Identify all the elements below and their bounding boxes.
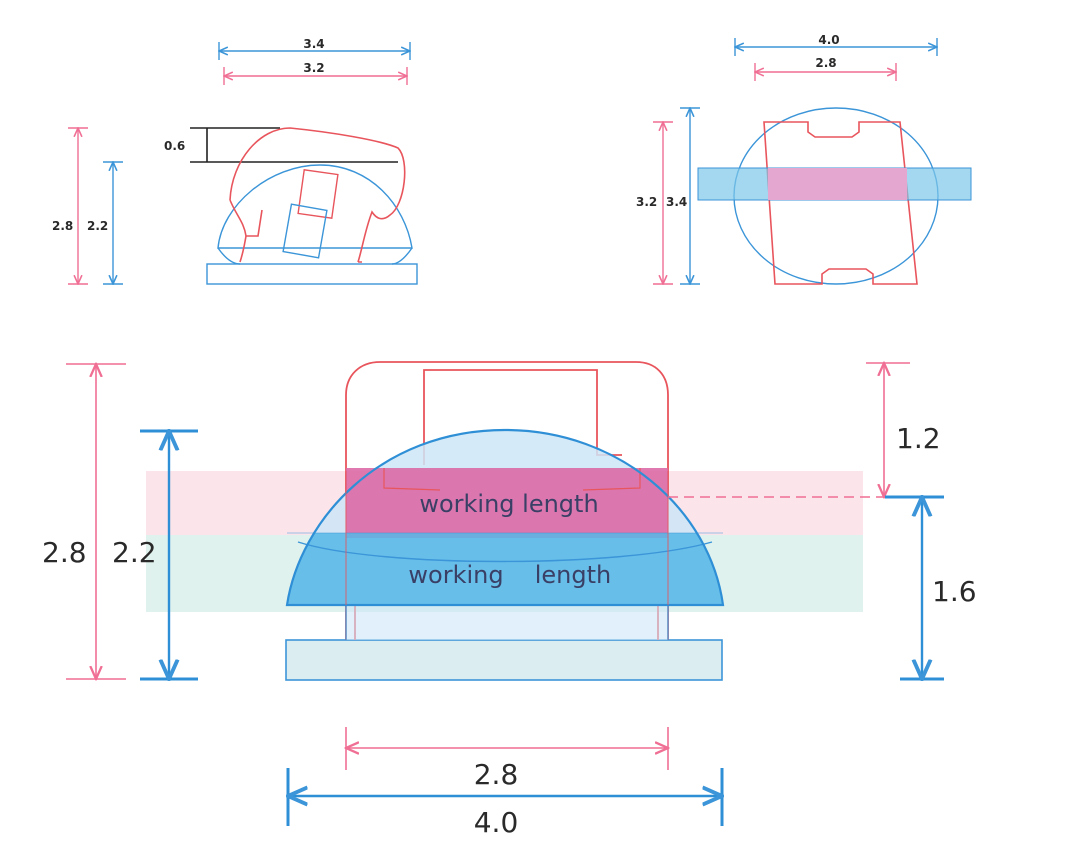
top-left-dim-3-4: 3.4	[303, 37, 324, 51]
main-view: working length working length 2.8 2.2 1.…	[36, 361, 977, 839]
main-right-height-dims: 1.2 1.6	[866, 363, 977, 679]
top-left-step-dim: 0.6	[164, 127, 398, 163]
top-left-slot-red	[297, 169, 339, 219]
main-width-4-0: 4.0	[474, 806, 519, 839]
main-width-2-8: 2.8	[474, 758, 519, 791]
top-right-pink-slot-band	[768, 168, 907, 200]
working-length-label-blue-word2: length	[535, 561, 612, 589]
main-right-1-2: 1.2	[896, 422, 941, 455]
main-blue-working-block	[287, 533, 723, 605]
top-right-width-dims: 4.0 2.8	[735, 33, 937, 81]
main-height-2-2: 2.2	[112, 536, 157, 569]
top-right-dim-2-8: 2.8	[815, 56, 836, 70]
main-bottom-width-dims: 2.8 4.0	[288, 727, 722, 839]
working-length-label-pink: working length	[419, 490, 598, 518]
main-pink-working-block	[346, 468, 668, 538]
top-left-dim-3-2: 3.2	[303, 61, 324, 75]
main-base-pad	[285, 639, 723, 681]
top-right-red-bracket	[763, 121, 918, 285]
top-right-view: 4.0 2.8 3.2 3.4	[636, 33, 972, 285]
top-right-dim-3-4: 3.4	[666, 195, 687, 209]
top-left-dim-2-2: 2.2	[87, 219, 108, 233]
top-left-base-pad	[206, 263, 418, 285]
top-left-view: 3.4 3.2 2.8 2.2 0.6	[52, 37, 418, 285]
top-left-width-dims: 3.4 3.2	[219, 37, 410, 85]
top-left-dim-0-6: 0.6	[164, 139, 185, 153]
main-right-1-6: 1.6	[932, 575, 977, 608]
main-height-2-8: 2.8	[42, 536, 87, 569]
top-right-height-dims: 3.2 3.4	[636, 108, 700, 284]
top-left-height-dims: 2.8 2.2	[52, 128, 123, 284]
top-right-dim-3-2: 3.2	[636, 195, 657, 209]
main-left-height-dims: 2.8 2.2	[36, 364, 198, 679]
working-length-label-blue-word1: working	[408, 561, 503, 589]
top-left-red-bracket	[229, 127, 406, 263]
top-right-dim-4-0: 4.0	[818, 33, 839, 47]
top-left-slot-blue	[282, 203, 328, 259]
main-red-bracket-body	[345, 361, 669, 640]
main-blue-dome-outline	[285, 428, 725, 607]
top-left-dim-2-8: 2.8	[52, 219, 73, 233]
